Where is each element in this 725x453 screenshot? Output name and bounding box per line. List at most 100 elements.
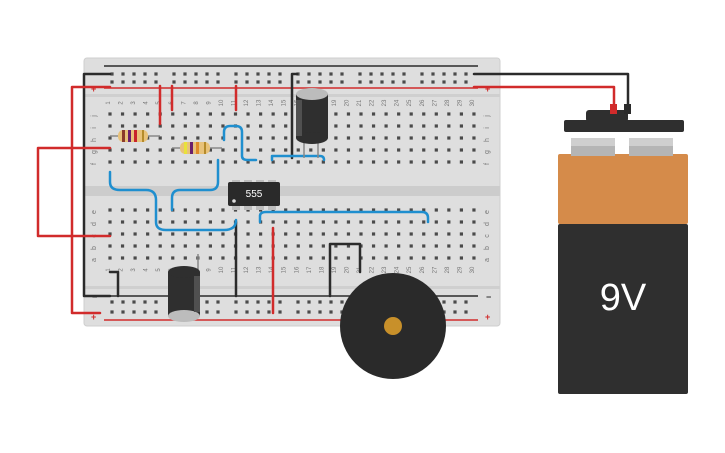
wire-black-buzzer[interactable]	[328, 242, 362, 298]
wire-black-ground-2[interactable]	[108, 270, 120, 298]
column-number-bottom: 29	[457, 266, 463, 273]
wire-blue-1[interactable]	[108, 170, 238, 232]
column-number-top: 22	[370, 99, 376, 106]
rail-plus-top-left: +	[91, 84, 96, 94]
battery-9v[interactable]: 9V	[558, 104, 688, 394]
column-number-top: 13	[257, 99, 263, 106]
capacitor-bottom[interactable]	[168, 254, 200, 322]
column-number-bottom: 23	[382, 266, 388, 273]
column-number-bottom: 17	[307, 266, 313, 273]
column-number-bottom: 1	[106, 268, 112, 272]
rail-plus-bottom-right: +	[485, 312, 490, 322]
wire-black-left-rail[interactable]	[82, 72, 112, 298]
column-number-top: 28	[445, 99, 451, 106]
row-label-f-left: f	[91, 163, 98, 165]
column-number-bottom: 24	[395, 266, 401, 273]
column-number-bottom: 26	[420, 266, 426, 273]
column-number-top: 27	[432, 99, 438, 106]
column-number-bottom: 27	[432, 266, 438, 273]
column-number-bottom: 10	[219, 266, 225, 273]
column-number-bottom: 12	[244, 266, 250, 273]
column-number-top: 1	[106, 101, 112, 105]
column-number-top: 11	[232, 99, 238, 106]
column-number-top: 19	[332, 99, 338, 106]
column-number-bottom: 4	[144, 268, 150, 272]
column-number-top: 12	[244, 99, 250, 106]
row-label-a-left: a	[91, 258, 98, 262]
capacitor-top[interactable]	[296, 88, 328, 158]
column-number-top: 3	[131, 101, 137, 105]
wire-blue-2[interactable]	[170, 158, 220, 212]
column-number-bottom: 28	[445, 266, 451, 273]
wire-red-loop[interactable]	[36, 146, 112, 238]
wire-blue-4[interactable]	[270, 154, 326, 162]
wires[interactable]	[36, 72, 630, 315]
column-number-top: 8	[194, 101, 200, 105]
battery-label: 9V	[600, 277, 647, 319]
row-label-c-right: c	[484, 234, 491, 238]
column-number-bottom: 2	[119, 268, 125, 272]
column-number-bottom: 13	[257, 266, 263, 273]
piezo-buzzer[interactable]	[340, 273, 446, 379]
row-label-i-right: i	[484, 127, 491, 129]
rail-plus-bottom-left: +	[91, 312, 96, 322]
row-label-e-right: e	[484, 210, 491, 214]
row-label-g-right: g	[484, 150, 491, 154]
row-label-j-left: j	[91, 115, 98, 118]
row-label-b-left: b	[91, 246, 98, 250]
ic-555[interactable]: 555	[228, 180, 280, 210]
battery-snap[interactable]	[564, 120, 684, 132]
column-number-bottom: 16	[294, 266, 300, 273]
column-number-bottom: 3	[131, 268, 137, 272]
column-number-bottom: 5	[156, 268, 162, 272]
chip-label: 555	[246, 189, 263, 200]
wire-black-battery[interactable]	[472, 72, 630, 114]
row-label-h-right: h	[484, 138, 491, 142]
column-number-bottom: 11	[232, 266, 238, 273]
rail-minus-bottom-right: −	[486, 292, 491, 302]
resistor-1[interactable]	[110, 130, 160, 142]
column-number-bottom: 30	[470, 266, 476, 273]
column-number-bottom: 19	[332, 266, 338, 273]
column-number-top: 25	[407, 99, 413, 106]
wire-red-left-rail[interactable]	[70, 85, 112, 315]
rail-plus-top-right: +	[485, 84, 490, 94]
column-number-top: 20	[344, 99, 350, 106]
resistor-2[interactable]	[172, 142, 222, 154]
column-number-top: 14	[269, 99, 275, 106]
row-label-j-right: j	[484, 115, 491, 118]
row-label-h-left: h	[91, 138, 98, 142]
column-number-top: 21	[357, 99, 363, 106]
wire-blue-3[interactable]	[222, 124, 258, 162]
column-number-bottom: 18	[319, 266, 325, 273]
row-label-d-left: d	[91, 222, 98, 226]
column-number-top: 4	[144, 101, 150, 105]
column-number-bottom: 22	[370, 266, 376, 273]
wire-blue-5[interactable]	[258, 210, 430, 224]
row-label-g-left: g	[91, 150, 98, 154]
column-number-top: 15	[282, 99, 288, 106]
wire-red-battery[interactable]	[472, 85, 616, 114]
column-number-top: 30	[470, 99, 476, 106]
row-label-e-left: e	[91, 210, 98, 214]
row-label-b-right: b	[484, 246, 491, 250]
column-number-top: 23	[382, 99, 388, 106]
row-label-f-right: f	[484, 163, 491, 165]
row-label-i-left: i	[91, 127, 98, 129]
row-label-a-right: a	[484, 258, 491, 262]
column-number-bottom: 20	[344, 266, 350, 273]
column-number-top: 24	[395, 99, 401, 106]
wire-black-capacitor[interactable]	[290, 72, 299, 160]
column-number-bottom: 25	[407, 266, 413, 273]
column-number-top: 2	[119, 101, 125, 105]
column-number-top: 26	[420, 99, 426, 106]
breadboard[interactable]: 1122334455667788991010111112121313141415…	[83, 57, 501, 327]
column-number-top: 29	[457, 99, 463, 106]
row-label-d-right: d	[484, 222, 491, 226]
column-number-top: 9	[206, 101, 212, 105]
column-number-bottom: 9	[206, 268, 212, 272]
column-number-top: 10	[219, 99, 225, 106]
column-number-bottom: 15	[282, 266, 288, 273]
